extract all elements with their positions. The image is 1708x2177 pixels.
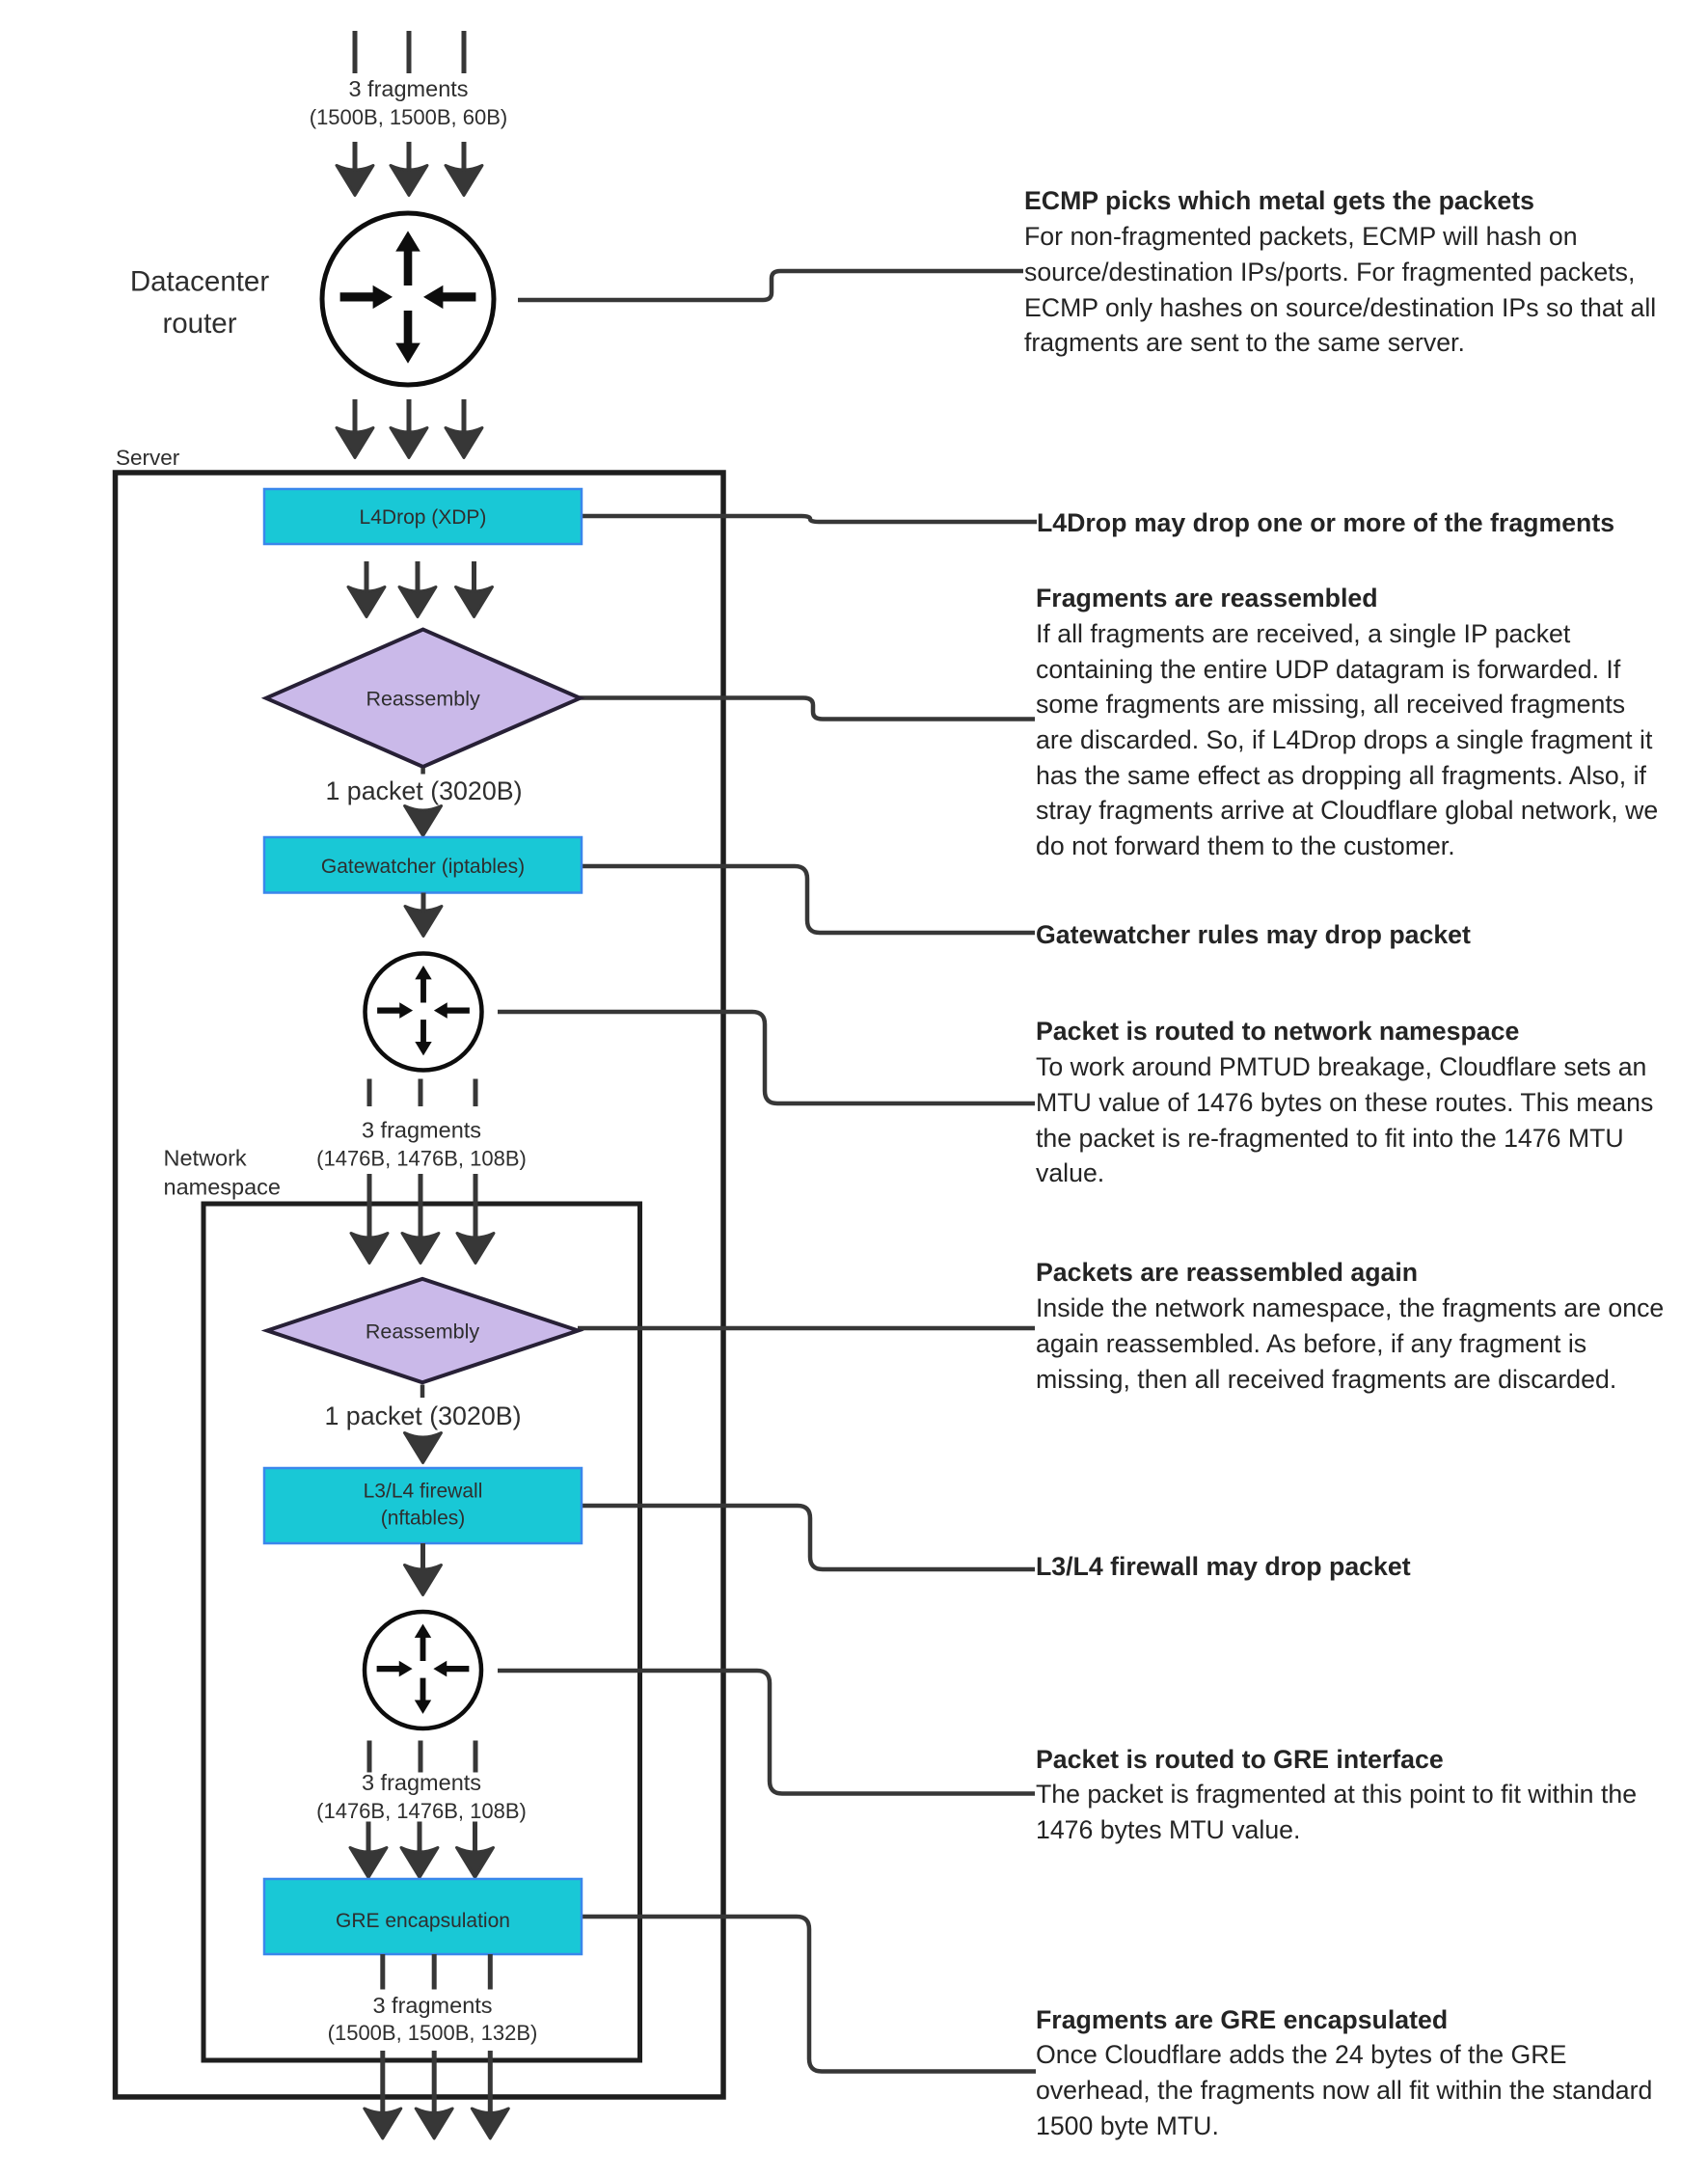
svg-text:(1500B, 1500B, 132B): (1500B, 1500B, 132B) (328, 2021, 538, 2045)
svg-text:(1500B, 1500B, 60B): (1500B, 1500B, 60B) (310, 105, 507, 129)
svg-text:3 fragments: 3 fragments (362, 1118, 481, 1143)
svg-text:(1476B, 1476B, 108B): (1476B, 1476B, 108B) (316, 1799, 527, 1823)
svg-text:3 fragments: 3 fragments (362, 1770, 481, 1795)
svg-text:Datacenter: Datacenter (130, 266, 269, 298)
svg-text:router: router (162, 308, 236, 340)
svg-text:1 packet (3020B): 1 packet (3020B) (324, 1401, 521, 1430)
svg-text:L3/L4 firewall: L3/L4 firewall (364, 1481, 483, 1503)
svg-text:(1476B, 1476B, 108B): (1476B, 1476B, 108B) (316, 1147, 527, 1171)
svg-text:Network: Network (164, 1146, 247, 1171)
svg-text:Reassembly: Reassembly (366, 1320, 480, 1344)
svg-text:namespace: namespace (164, 1175, 282, 1200)
svg-text:L4Drop (XDP): L4Drop (XDP) (360, 506, 487, 529)
svg-text:Reassembly: Reassembly (366, 688, 480, 711)
svg-text:3 fragments: 3 fragments (348, 76, 468, 101)
svg-text:Gatewatcher (iptables): Gatewatcher (iptables) (321, 856, 525, 878)
svg-text:3 fragments: 3 fragments (372, 1993, 492, 2018)
svg-text:1 packet (3020B): 1 packet (3020B) (325, 776, 522, 805)
svg-text:GRE encapsulation: GRE encapsulation (336, 1910, 510, 1932)
svg-text:Server: Server (116, 446, 180, 470)
svg-text:(nftables): (nftables) (381, 1508, 466, 1530)
